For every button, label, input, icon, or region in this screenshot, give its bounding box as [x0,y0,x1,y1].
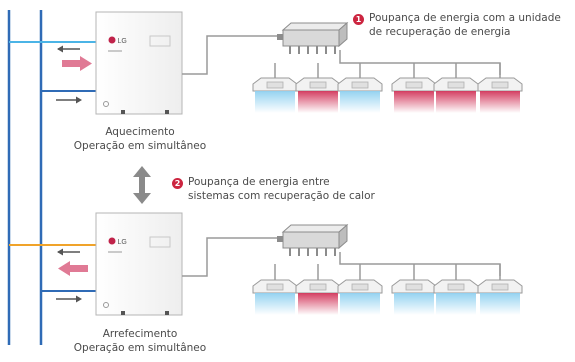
cool-flow-arrow-icon [58,261,88,276]
cassette-heat-icon [391,63,437,113]
hr-outlet-pipe [316,46,318,54]
hr-outlet-pipe [325,248,327,256]
flow-arrow-icon [57,248,80,256]
note-2-line-1: Poupança de energia entre [188,176,330,188]
flow-arrow-icon [56,96,82,104]
hr-outlet-pipe [289,248,291,256]
indoor-units-bottom [252,264,523,315]
cassette-cool-icon [252,264,298,315]
bottom-flow-arrows [56,248,88,303]
outdoor-unit-bottom: LG [95,212,183,316]
bottom-unit-caption: Arrefecimento Operação em simultâneo [70,328,210,355]
note-1-badge: 1 [353,14,364,25]
hr-outlet-pipe [325,46,327,54]
cassette-heat-icon [433,63,479,113]
note-2-line-2: sistemas com recuperação de calor [188,189,375,202]
hr-outlet-pipe [334,46,336,54]
lg-logo-text: LG [118,239,127,246]
note-2-text: Poupança de energia entre sistemas com r… [188,176,375,203]
top-unit-caption: Aquecimento Operação em simultâneo [70,126,210,153]
lg-logo-text: LG [118,38,127,45]
cassette-cool-icon [337,264,383,315]
flow-arrow-icon [56,295,82,303]
double-arrow-icon [133,166,151,204]
main-pipes [7,10,43,345]
note-2-badge: 2 [172,178,183,189]
hr-outlet-pipe [298,46,300,54]
note-1-text: Poupança de energia com a unidade de rec… [369,12,561,39]
hr-outlet-pipe [307,248,309,256]
top-unit-mode-label: Aquecimento [105,126,175,138]
bottom-unit-pipes [9,244,96,292]
cassette-heat-icon [295,63,341,113]
hr-outlet-pipe [334,248,336,256]
lg-logo-icon [108,237,116,245]
hr-outlet-pipe [298,248,300,256]
hr-outlet-pipe [316,248,318,256]
top-unit-operation-label: Operação em simultâneo [73,139,207,152]
note-1-line-2: de recuperação de energia [369,25,511,38]
bottom-unit-mode-label: Arrefecimento [102,328,178,340]
heat-recovery-unit-top [277,21,349,54]
bottom-unit-operation-label: Operação em simultâneo [73,341,207,354]
top-branch-pipe [339,50,501,75]
cassette-cool-icon [433,264,479,315]
cassette-heat-icon [477,63,523,113]
top-flow-arrows [56,45,92,104]
top-unit-pipes [9,41,96,92]
top-feed-pipe [182,35,284,75]
flow-arrow-icon [57,45,80,53]
hr-outlet-pipe [307,46,309,54]
bottom-feed-pipe [182,237,284,277]
hr-outlet-pipe [289,46,291,54]
heat-flow-arrow-icon [62,56,92,71]
cassette-cool-icon [252,63,298,113]
cassette-heat-icon [295,264,341,315]
indoor-units-top [252,63,523,113]
lg-logo-icon [108,36,116,44]
heat-recovery-unit-bottom [277,223,349,256]
note-1-line-1: Poupança de energia com a unidade [369,12,561,24]
cassette-cool-icon [477,264,523,315]
cassette-cool-icon [391,264,437,315]
outdoor-unit-top: LG [95,11,183,115]
cassette-cool-icon [337,63,383,113]
bottom-branch-pipe [339,252,501,276]
